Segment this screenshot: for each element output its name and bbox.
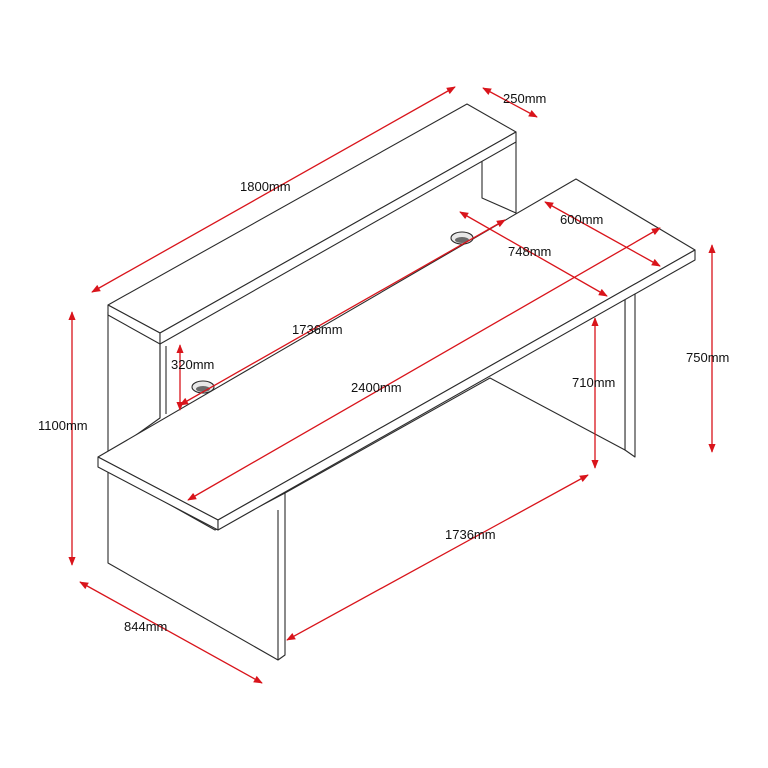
dim-line-base-length	[286, 474, 589, 641]
label-desk-length: 2400mm	[351, 380, 402, 395]
label-desk-height: 750mm	[686, 350, 729, 365]
label-knee-height: 710mm	[572, 375, 615, 390]
right-leg-panel	[624, 286, 636, 458]
dim-line-desk-length	[187, 227, 661, 501]
dim-line-hutch-depth	[482, 87, 538, 118]
label-hutch-height: 320mm	[171, 357, 214, 372]
label-desk-depth: 600mm	[560, 212, 603, 227]
dim-line-base-depth	[79, 581, 263, 684]
label-hutch-depth: 250mm	[503, 91, 546, 106]
label-inner-length: 1736mm	[292, 322, 343, 337]
label-total-height: 1100mm	[38, 418, 88, 433]
dimension-labels: 1800mm 250mm 600mm 748mm 1736mm 320mm 24…	[38, 91, 729, 634]
label-base-depth: 844mm	[124, 619, 167, 634]
label-inner-depth: 748mm	[508, 244, 551, 259]
label-base-length: 1736mm	[445, 527, 496, 542]
dim-line-hutch-length	[91, 86, 456, 293]
dimension-lines	[68, 86, 716, 684]
label-hutch-length: 1800mm	[240, 179, 291, 194]
